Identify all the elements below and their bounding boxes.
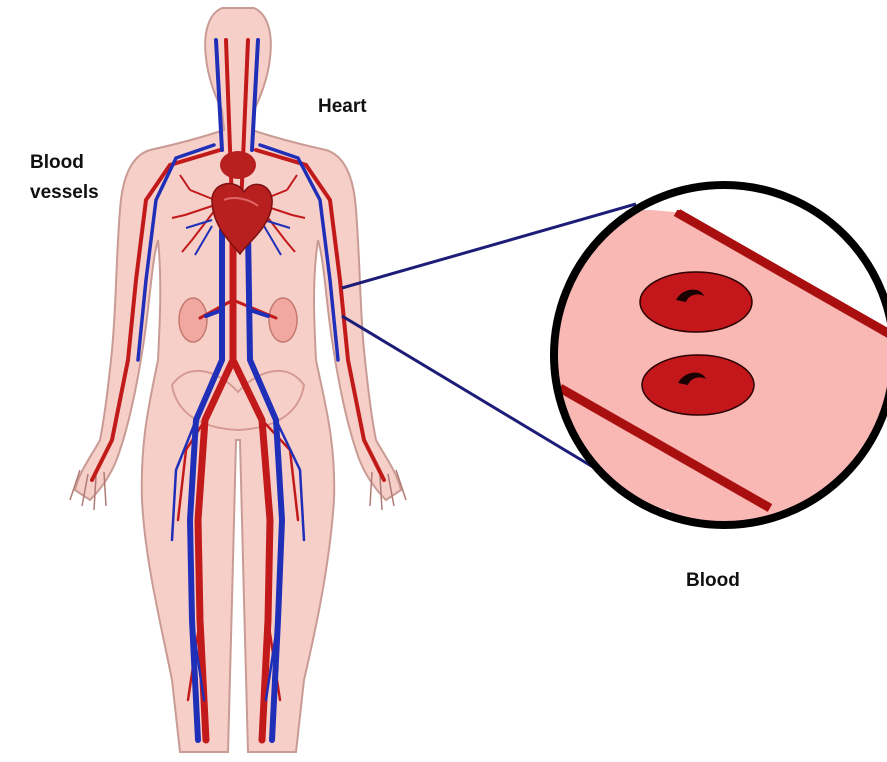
blood-label: Blood (686, 566, 740, 596)
blood-vessels-label: Blood vessels (30, 148, 99, 208)
red-blood-cell-2 (642, 355, 754, 415)
blood-vessels-label-line2: vessels (30, 178, 99, 208)
heart-label: Heart (318, 92, 367, 122)
left-kidney (179, 298, 207, 342)
red-blood-cell-1 (640, 272, 752, 332)
magnified-blood-vessel (540, 180, 887, 720)
right-kidney (269, 298, 297, 342)
blood-vessels-label-line1: Blood (30, 148, 99, 178)
